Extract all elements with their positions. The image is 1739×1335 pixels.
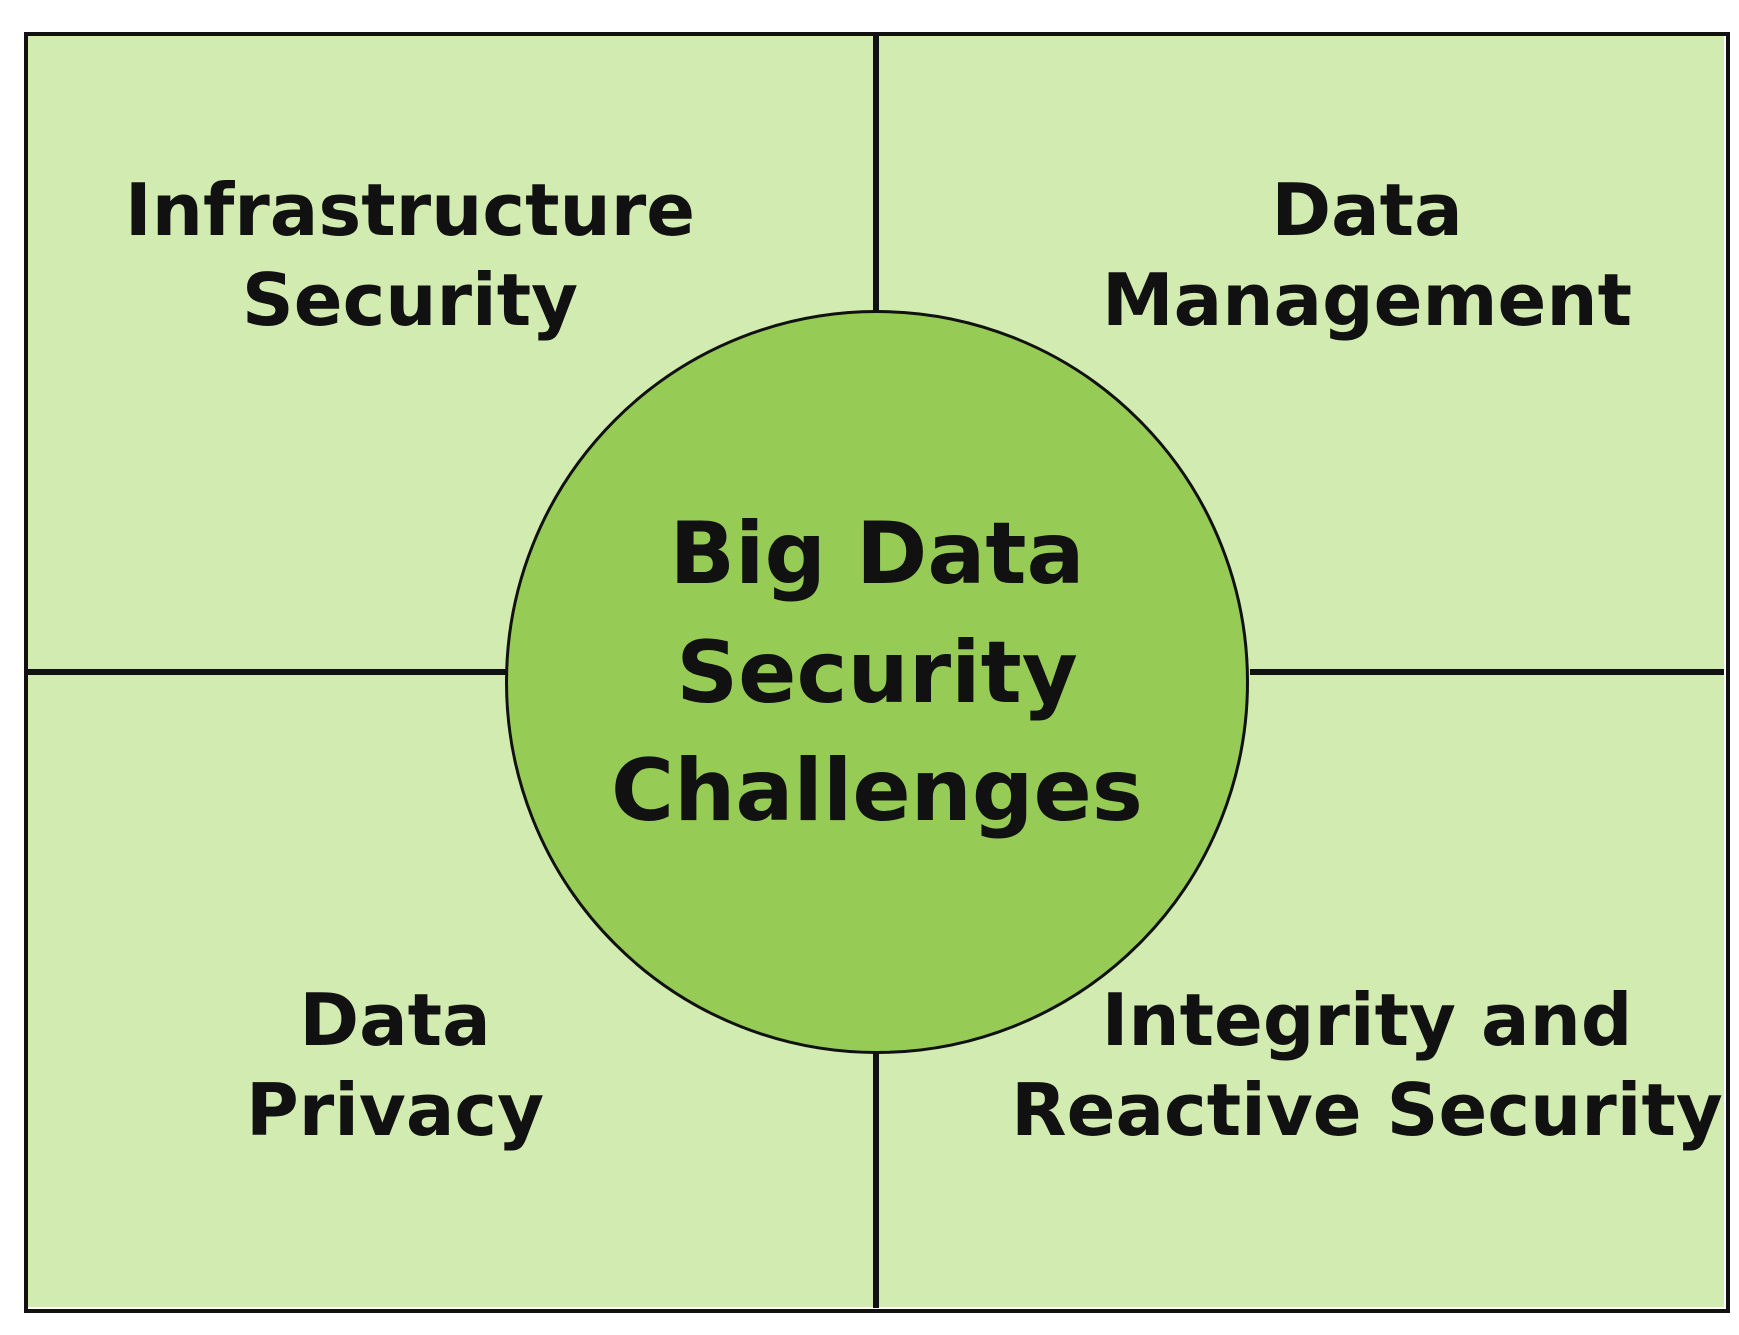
- label-line: Privacy: [245, 1068, 545, 1152]
- label-line: Integrity and: [1101, 978, 1633, 1062]
- label-line: Reactive Security: [1011, 1068, 1723, 1152]
- label-data-privacy: Data Privacy: [246, 975, 544, 1155]
- divider-horizontal-left: [26, 669, 510, 675]
- center-label-line: Security: [676, 622, 1078, 723]
- center-label-line: Big Data: [669, 504, 1085, 604]
- label-line: Data: [299, 978, 491, 1062]
- label-integrity-reactive-security: Integrity and Reactive Security: [1011, 975, 1723, 1155]
- divider-horizontal-right: [1250, 669, 1724, 675]
- label-line: Infrastructure: [124, 168, 696, 252]
- label-line: Security: [241, 258, 579, 342]
- divider-vertical-top: [873, 34, 879, 314]
- label-line: Data: [1271, 168, 1463, 252]
- center-circle: [505, 310, 1249, 1054]
- label-infrastructure-security: Infrastructure Security: [125, 165, 695, 345]
- label-line: Management: [1102, 258, 1632, 342]
- divider-vertical-bottom: [873, 1050, 879, 1308]
- center-label: Big Data Security Challenges: [611, 495, 1143, 851]
- center-label-line: Challenges: [611, 741, 1143, 842]
- label-data-management: Data Management: [1102, 165, 1632, 345]
